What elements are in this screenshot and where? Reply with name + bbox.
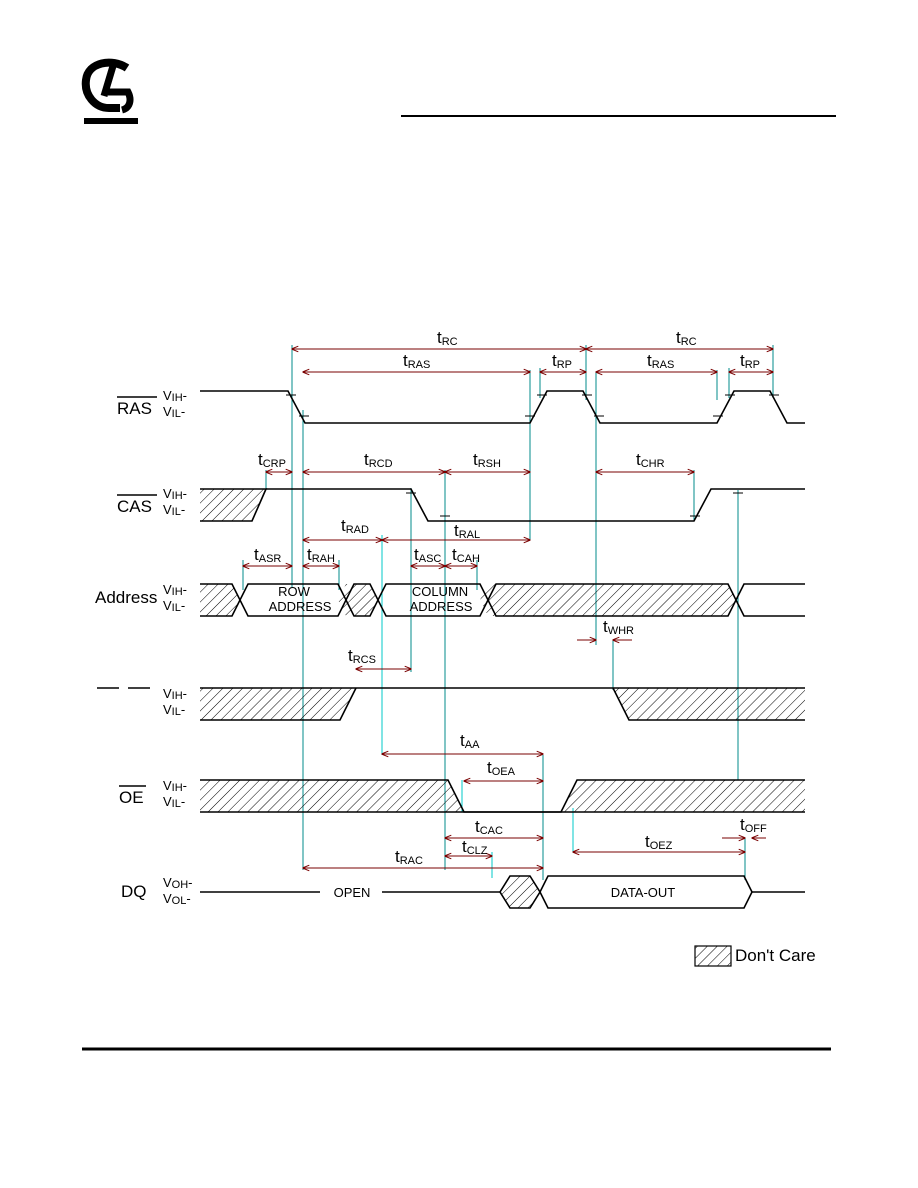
oe-waveform xyxy=(200,779,805,813)
trsh-label: tRSH xyxy=(473,450,501,470)
trah-label: tRAH xyxy=(307,545,335,565)
trac-label: tRAC xyxy=(395,847,423,867)
trc-label-2: tRC xyxy=(676,328,697,348)
tasr-label: tASR xyxy=(254,545,281,565)
row-address-label: ROW xyxy=(278,584,311,599)
ras-signal-name: RAS xyxy=(117,399,152,418)
ras-waveform xyxy=(200,390,805,424)
toez-label: tOEZ xyxy=(645,832,673,852)
svg-text:VIL-: VIL- xyxy=(163,702,185,718)
trad-label: tRAD xyxy=(341,516,369,536)
twhr-label: tWHR xyxy=(603,617,634,637)
signal-names: RAS CAS Address OE DQ xyxy=(95,396,157,901)
svg-text:VIL-: VIL- xyxy=(163,794,185,810)
tras-label-1: tRAS xyxy=(403,351,430,371)
tcrp-label: tCRP xyxy=(258,450,286,470)
trc-label-1: tRC xyxy=(437,328,458,348)
timing-arrows xyxy=(243,349,773,868)
tclz-label: tCLZ xyxy=(462,837,488,857)
legend-hatch-swatch xyxy=(694,945,732,967)
we-waveform xyxy=(200,687,805,721)
company-logo-icon xyxy=(81,58,138,124)
trp-label-2: tRP xyxy=(740,351,760,371)
tchr-label: tCHR xyxy=(636,450,665,470)
tcah-label: tCAH xyxy=(452,545,480,565)
taa-label: tAA xyxy=(460,731,480,751)
cas-signal-name: CAS xyxy=(117,497,152,516)
oe-signal-name: OE xyxy=(119,788,144,807)
dq-waveform xyxy=(200,875,805,909)
level-labels: VIH- VIL- VIH- VIL- VIH- VIL- VIH- VIL- … xyxy=(163,388,193,907)
svg-text:VIH-: VIH- xyxy=(163,778,187,794)
svg-text:VIH-: VIH- xyxy=(163,686,187,702)
data-out-label: DATA-OUT xyxy=(611,885,676,900)
svg-text:VOL-: VOL- xyxy=(163,891,191,907)
svg-text:VIL-: VIL- xyxy=(163,598,185,614)
address-waveform xyxy=(200,583,805,617)
dq-signal-name: DQ xyxy=(121,882,147,901)
legend-label: Don't Care xyxy=(735,946,816,965)
tras-label-2: tRAS xyxy=(647,351,674,371)
timing-labels: tRC tRC tRAS tRP tRAS tRP tCRP tRCD tRSH… xyxy=(254,328,767,867)
toea-label: tOEA xyxy=(487,758,516,778)
column-address-label-2: ADDRESS xyxy=(410,599,473,614)
address-signal-name: Address xyxy=(95,588,157,607)
svg-text:VIL-: VIL- xyxy=(163,404,185,420)
svg-text:VIL-: VIL- xyxy=(163,502,185,518)
legend: Don't Care xyxy=(694,945,816,967)
svg-text:VIH-: VIH- xyxy=(163,486,187,502)
svg-text:VOH-: VOH- xyxy=(163,875,193,891)
column-address-label: COLUMN xyxy=(412,584,468,599)
svg-text:VIH-: VIH- xyxy=(163,388,187,404)
tral-label: tRAL xyxy=(454,521,480,541)
row-address-label-2: ADDRESS xyxy=(269,599,332,614)
cas-waveform xyxy=(200,488,805,522)
open-label: OPEN xyxy=(334,885,371,900)
toff-label: tOFF xyxy=(740,815,767,835)
trcs-label: tRCS xyxy=(348,646,376,666)
svg-text:VIH-: VIH- xyxy=(163,582,187,598)
trp-label-1: tRP xyxy=(552,351,572,371)
trcd-label: tRCD xyxy=(364,450,393,470)
tasc-label: tASC xyxy=(414,545,441,565)
bus-labels: ROW ADDRESS COLUMN ADDRESS OPEN DATA-OUT xyxy=(269,584,676,900)
tcac-label: tCAC xyxy=(475,817,503,837)
